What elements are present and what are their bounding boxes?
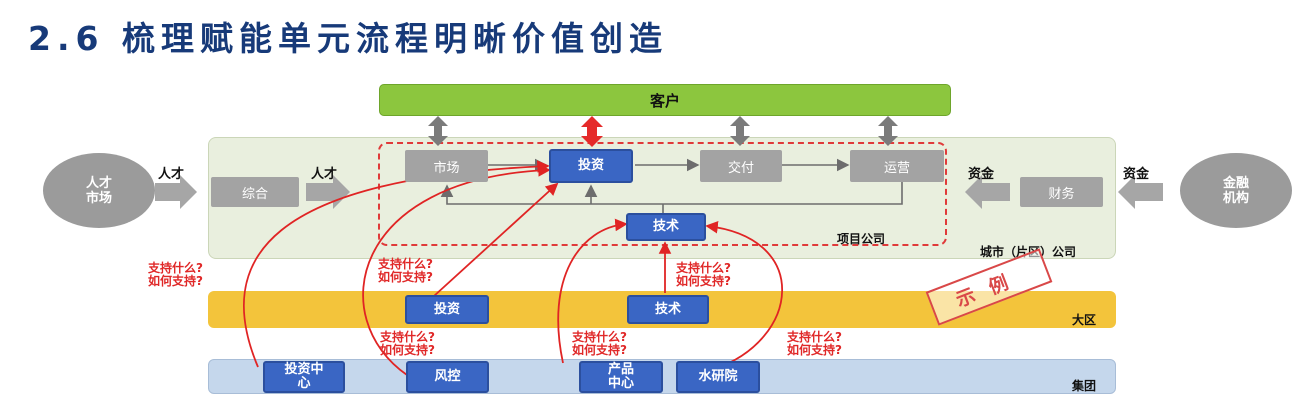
group-label: 集团: [1072, 379, 1097, 393]
question-how: 如何支持?: [572, 343, 627, 357]
market-box: 市场: [405, 150, 488, 182]
project-company-label: 项目公司: [837, 232, 886, 246]
process-flow-arrows: [440, 158, 903, 213]
question-label-4: 支持什么?如何支持?: [380, 331, 435, 357]
question-label-5: 支持什么?如何支持?: [572, 331, 627, 357]
product-center-line2: 中心: [607, 376, 634, 391]
question-what: 支持什么?: [676, 261, 731, 275]
capital-flow-label-1: 资金: [968, 167, 995, 182]
talent-flow-label-2: 人才: [311, 167, 338, 182]
talent-flow-label-1: 人才: [158, 167, 185, 182]
question-what: 支持什么?: [787, 330, 842, 344]
question-label-3: 支持什么?如何支持?: [676, 262, 731, 288]
product-center-line1: 产品: [607, 362, 634, 377]
water-institute-box: 水研院: [676, 361, 760, 393]
question-how: 如何支持?: [378, 270, 433, 284]
question-how: 如何支持?: [787, 343, 842, 357]
finance-org-line1: 金融: [1222, 175, 1249, 191]
delivery-box: 交付: [700, 150, 782, 182]
question-label-6: 支持什么?如何支持?: [787, 331, 842, 357]
question-label-2: 支持什么?如何支持?: [378, 258, 433, 284]
question-how: 如何支持?: [380, 343, 435, 357]
operation-box: 运营: [850, 150, 944, 182]
talent-capital-arrows: [155, 175, 1163, 209]
finance-org-line2: 机构: [1222, 190, 1249, 206]
question-how: 如何支持?: [148, 274, 203, 288]
region-technology-box: 技术: [627, 295, 709, 324]
question-what: 支持什么?: [378, 257, 433, 271]
page-title: 2.6 梳理赋能单元流程明晰价值创造: [28, 19, 668, 58]
region-investment-box: 投资: [405, 295, 489, 324]
finance-box: 财务: [1020, 177, 1103, 207]
invest-center-box: 投资中心: [263, 361, 345, 393]
customer-link-arrows: [428, 116, 898, 147]
customer-bar: 客户: [379, 84, 951, 116]
finance-org-node: 金融机构: [1180, 153, 1292, 228]
question-what: 支持什么?: [380, 330, 435, 344]
invest-center-line2: 心: [297, 376, 311, 391]
risk-control-box: 风控: [406, 361, 489, 393]
technology-box: 技术: [626, 213, 706, 241]
region-label: 大区: [1072, 313, 1097, 327]
general-box: 综合: [211, 177, 299, 207]
talent-market-line1: 人才: [85, 175, 112, 191]
product-center-box: 产品中心: [579, 361, 663, 393]
capital-flow-label-2: 资金: [1123, 167, 1150, 182]
question-how: 如何支持?: [676, 274, 731, 288]
question-what: 支持什么?: [148, 261, 203, 275]
talent-market-node: 人才市场: [43, 153, 155, 228]
investment-box: 投资: [549, 149, 633, 183]
question-what: 支持什么?: [572, 330, 627, 344]
question-label-1: 支持什么?如何支持?: [148, 262, 203, 288]
invest-center-line1: 投资中: [284, 362, 324, 377]
talent-market-line2: 市场: [85, 190, 112, 206]
